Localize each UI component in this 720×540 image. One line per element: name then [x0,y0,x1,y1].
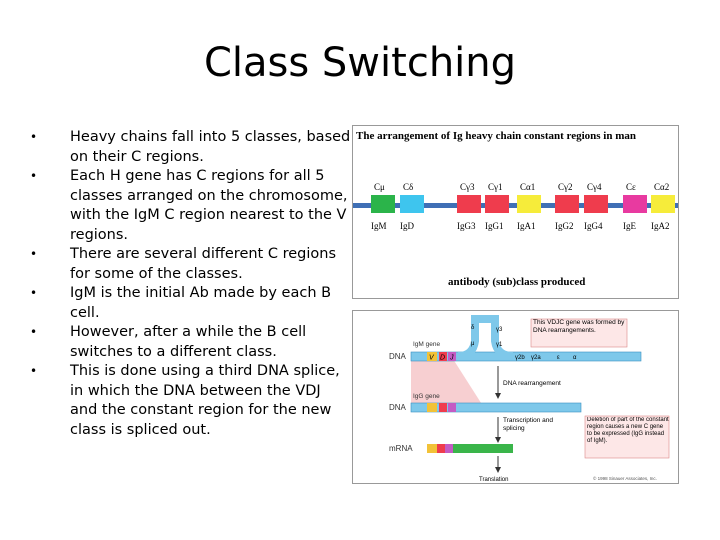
mrna-v [427,444,437,453]
class-label: IgG3 [457,221,476,231]
bullet-item: • IgM is the initial Ab made by each B ce… [26,284,351,323]
bullet-dot-icon: • [30,286,38,300]
bullet-dot-icon: • [30,364,38,378]
mu-label: μ [471,341,475,347]
class-switch-diagram: DNA V D J IgM gene δ μ γ3 γ1 γ2b γ2a ε α… [389,315,670,483]
gene-name-label: Cγ1 [488,182,502,192]
bullet-item: • Each H gene has C regions for all 5 cla… [26,167,351,245]
gene-name-label: Cγ4 [587,182,602,192]
igg-gene-label: IgG gene [413,393,440,400]
gene-box-igm [371,195,395,213]
class-label: IgG2 [555,221,574,231]
dna-label-2: DNA [389,403,407,412]
gene-box-igg2 [555,195,579,213]
bullet-item: • There are several different C regions f… [26,245,351,284]
gene-box-igg3 [457,195,481,213]
translation-label: Translation [479,477,508,483]
vdj-note: This VDJC gene was formed by DNA rearran… [533,319,625,334]
figure1-title: The arrangement of Ig heavy chain consta… [356,130,636,142]
arrow-head-icon [495,437,501,443]
bullet-text: This is done using a third DNA splice, i… [70,363,340,438]
bullet-text: IgM is the initial Ab made by each B cel… [70,285,332,321]
delta-label: δ [471,325,475,331]
gene-name-label: Cγ2 [558,182,572,192]
bullet-text: Each H gene has C regions for all 5 clas… [70,168,348,243]
v-segment [427,352,437,361]
g2a-label: γ2a [531,355,541,361]
gene-name-label: Cδ [403,182,413,192]
transcription-text: Transcription and splicing [503,417,553,432]
gene-box-ige [623,195,647,213]
bullet-text: Heavy chains fall into 5 classes, based … [70,129,351,165]
mrna-c [453,444,513,453]
deletion-note-text: Deletion of part of the constant region … [587,417,669,444]
figure1-caption: antibody (sub)class produced [448,276,585,288]
epsilon-label: ε [557,355,560,361]
mrna-d [437,444,445,453]
j-segment-2 [448,403,456,412]
bullet-item: • This is done using a third DNA splice, … [26,362,351,440]
deletion-note-box [584,415,670,459]
class-switch-figure: DNA V D J IgM gene δ μ γ3 γ1 γ2b γ2a ε α… [352,310,679,484]
class-label: IgM [371,221,387,231]
class-label: IgD [400,221,414,231]
class-label: IgE [623,221,636,231]
gene-box-igg1 [485,195,509,213]
bullet-dot-icon: • [30,247,38,261]
gene-box-iga2 [651,195,675,213]
deletion-note: Deletion of part of the constant region … [587,417,669,444]
gene-name-label: Cα2 [654,182,669,192]
g1-label: γ1 [496,342,503,348]
gene-box-igg4 [584,195,608,213]
gene-box-iga1 [517,195,541,213]
mrna-label: mRNA [389,444,413,453]
d-label: D [440,355,445,362]
arrow-head-icon [495,393,501,399]
alpha-label: α [573,355,577,361]
gene-name-label: Cα1 [520,182,535,192]
mrna-j [445,444,453,453]
d-segment [439,352,447,361]
dna-strand-2 [410,402,582,413]
transcription-note: Transcription and splicing [503,417,553,432]
gene-name-label: Cμ [374,182,385,192]
constant-region-figure: The arrangement of Ig heavy chain consta… [352,125,679,299]
gene-box-igd [400,195,424,213]
class-label: IgA2 [651,221,670,231]
dna-strand-1 [410,351,642,362]
bullet-dot-icon: • [30,325,38,339]
bullet-item: • Heavy chains fall into 5 classes, based… [26,128,351,167]
bullet-dot-icon: • [30,169,38,183]
v-segment-2 [427,403,437,412]
rearrangement-label: DNA rearrangement [503,380,561,387]
constant-region-diagram: The arrangement of Ig heavy chain consta… [353,130,678,288]
bullet-dot-icon: • [30,130,38,144]
igm-gene-label: IgM gene [413,341,440,348]
arrow-head-icon [495,467,501,473]
g2b-label: γ2b [515,355,525,361]
slide-title: Class Switching [203,40,517,86]
bullet-item: • However, after a while the B cell switc… [26,323,351,362]
bullet-list: • Heavy chains fall into 5 classes, based… [26,128,351,440]
chromosome-line [353,203,678,208]
gene-name-label: Cγ3 [460,182,475,192]
v-label: V [429,355,435,362]
vdj-note-text: This VDJC gene was formed by DNA rearran… [533,319,625,334]
copyright: © 1998 Sinauer Associates, Inc. [593,475,657,481]
dna-loop [457,315,514,360]
j-segment [448,352,456,361]
bullet-text: There are several different C regions fo… [70,246,336,282]
bullet-text: However, after a while the B cell switch… [70,324,307,360]
rearrangement-shading [411,359,483,406]
d-segment-2 [439,403,447,412]
class-label: IgA1 [517,221,536,231]
g3-label: γ3 [496,327,503,333]
j-label: J [449,355,454,362]
gene-name-label: Cε [626,182,636,192]
dna-label-1: DNA [389,352,407,361]
class-label: IgG4 [584,221,603,231]
vdj-note-box [530,318,628,348]
class-label: IgG1 [485,221,504,231]
